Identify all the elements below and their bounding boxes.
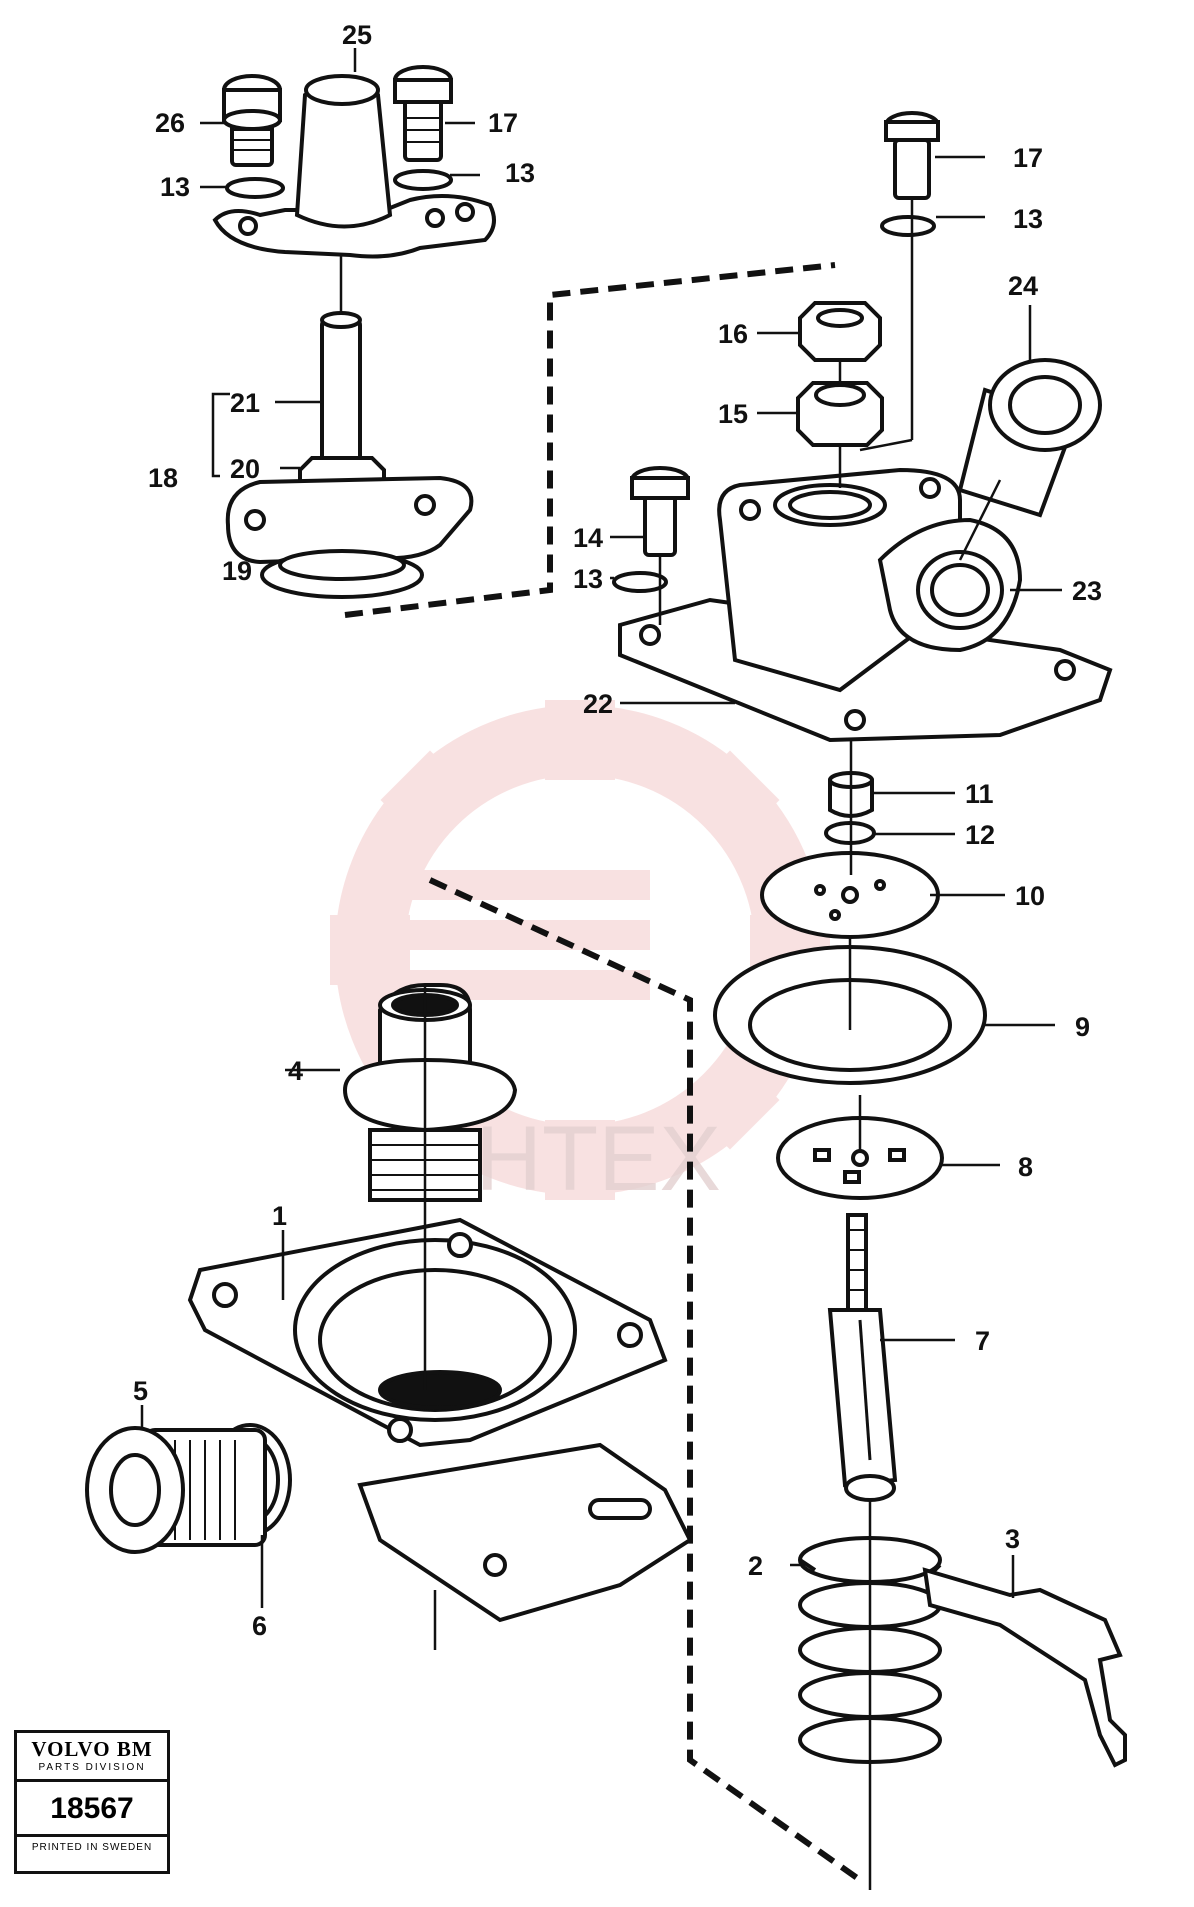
part-1-body bbox=[187, 1217, 693, 1623]
callout-18: 18 bbox=[148, 463, 178, 493]
callout-13-b: 13 bbox=[505, 158, 535, 188]
stamp-number: 18567 bbox=[17, 1792, 167, 1837]
callout-11: 11 bbox=[965, 779, 994, 809]
callout-21: 21 bbox=[230, 388, 260, 418]
callout-17-b: 17 bbox=[1013, 143, 1043, 173]
callout-23: 23 bbox=[1072, 576, 1102, 606]
callout-26: 26 bbox=[155, 108, 185, 138]
callout-1: 1 bbox=[272, 1201, 287, 1231]
dashed-connectors bbox=[344, 262, 862, 1883]
callout-8: 8 bbox=[1018, 1152, 1033, 1182]
part-18-valve-assembly bbox=[225, 311, 474, 599]
stamp-printed: PRINTED IN SWEDEN bbox=[31, 1842, 153, 1853]
callout-15: 15 bbox=[718, 399, 748, 429]
callout-7: 7 bbox=[975, 1326, 990, 1356]
part-17-screw-top-left bbox=[393, 65, 453, 162]
part-13-washers-top bbox=[225, 169, 936, 593]
callout-13-c: 13 bbox=[1013, 204, 1043, 234]
part-24-sleeve bbox=[957, 358, 1102, 518]
callout-22: 22 bbox=[583, 689, 613, 719]
assembly-axis-lines bbox=[339, 200, 1002, 1890]
part-16-nut bbox=[798, 301, 882, 362]
part-4-nozzle bbox=[342, 983, 518, 1202]
callout-10: 10 bbox=[1015, 881, 1045, 911]
stamp-division: PARTS DIVISION bbox=[17, 1762, 167, 1782]
callout-2: 2 bbox=[748, 1551, 763, 1581]
callout-6: 6 bbox=[252, 1611, 267, 1641]
callout-13-a: 13 bbox=[160, 172, 190, 202]
part-10-disc bbox=[760, 851, 940, 939]
part-7-plunger bbox=[827, 1213, 898, 1502]
callout-9: 9 bbox=[1075, 1012, 1090, 1042]
watermark-text: IHTEX bbox=[450, 1108, 721, 1210]
callout-17-a: 17 bbox=[488, 108, 518, 138]
callout-labels: 25 26 17 13 13 21 18 20 19 17 13 24 16 1… bbox=[133, 20, 1102, 1641]
stamp-brand: VOLVO BM bbox=[31, 1737, 153, 1761]
part-25-cover bbox=[212, 74, 496, 259]
part-26-screw bbox=[222, 74, 282, 167]
callout-13-d: 13 bbox=[573, 564, 603, 594]
part-5-fitting bbox=[85, 1426, 267, 1554]
part-14-screw bbox=[630, 466, 690, 557]
part-3-bracket bbox=[922, 1567, 1127, 1768]
callout-20: 20 bbox=[230, 454, 260, 484]
part-8-plate bbox=[776, 1116, 944, 1200]
part-17-screw-top-right bbox=[884, 111, 940, 200]
callout-5: 5 bbox=[133, 1376, 148, 1406]
callout-16: 16 bbox=[718, 319, 748, 349]
callout-19: 19 bbox=[222, 556, 252, 586]
callout-4: 4 bbox=[288, 1056, 303, 1086]
callout-3: 3 bbox=[1005, 1524, 1020, 1554]
callout-25: 25 bbox=[342, 20, 372, 50]
part-22-housing bbox=[618, 467, 1113, 743]
part-15-nut bbox=[796, 381, 884, 447]
callout-12: 12 bbox=[965, 820, 995, 850]
volvo-bm-parts-stamp: VOLVO BM PARTS DIVISION 18567 PRINTED IN… bbox=[14, 1730, 170, 1874]
leader-lines bbox=[140, 48, 1062, 1608]
callout-14: 14 bbox=[573, 523, 603, 553]
callout-24: 24 bbox=[1008, 271, 1038, 301]
